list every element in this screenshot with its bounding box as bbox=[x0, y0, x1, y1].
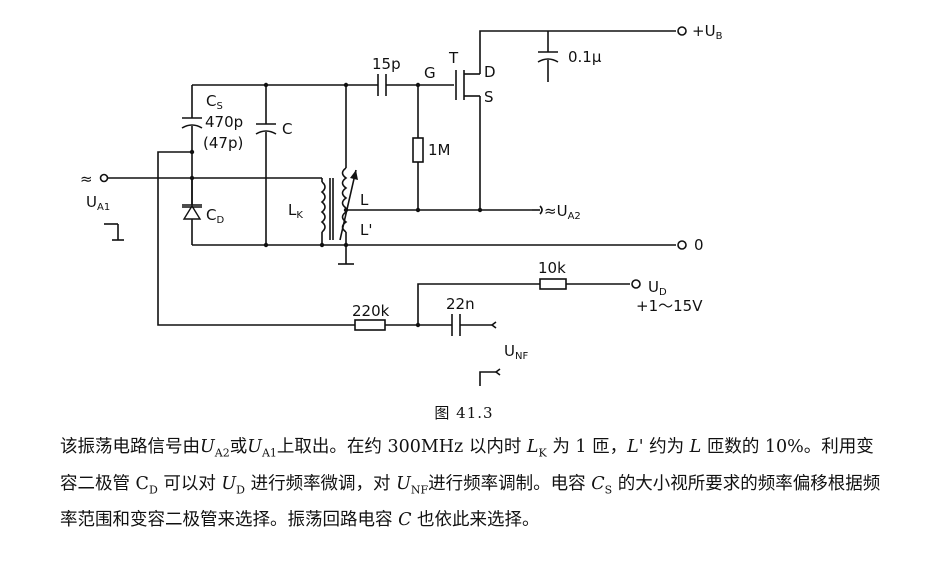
label-transistor: T bbox=[448, 49, 459, 67]
paragraph-segment: 该振荡电路信号由 bbox=[60, 437, 200, 457]
label-cs-value: 470p bbox=[205, 113, 243, 131]
paragraph-segment: A2 bbox=[214, 446, 230, 460]
label-cd: CD bbox=[206, 206, 224, 226]
paragraph-segment: 为 1 匝， bbox=[546, 437, 628, 457]
paragraph-segment: C bbox=[591, 473, 605, 494]
paragraph-segment: 或 bbox=[229, 437, 248, 457]
varactor-cd bbox=[182, 178, 202, 245]
paragraph-segment: A1 bbox=[261, 446, 277, 460]
modulation-input-unf bbox=[354, 314, 501, 386]
label-ua1-tilde: ≈ bbox=[80, 170, 93, 188]
bias-line bbox=[157, 149, 355, 326]
paragraph-segment: 约为 bbox=[643, 437, 690, 457]
circuit-diagram: +UB 0.1μ G T D S 15p 1M CS 470p (47 bbox=[80, 22, 723, 386]
paragraph-segment: 可以对 bbox=[157, 473, 222, 494]
paragraph-segment: 进行频率调制。电容 bbox=[428, 473, 592, 494]
input-ua1 bbox=[99, 173, 322, 241]
label-cs-alt: (47p) bbox=[203, 134, 243, 152]
paragraph-segment: NF bbox=[410, 483, 429, 496]
label-ub: +UB bbox=[692, 22, 723, 42]
coil-lk bbox=[320, 178, 334, 245]
label-cap-22n: 22n bbox=[446, 295, 475, 313]
label-cs: CS bbox=[206, 92, 223, 112]
label-ua2: ≈UA2 bbox=[544, 202, 581, 222]
label-c: C bbox=[282, 120, 292, 138]
label-cap-01u: 0.1μ bbox=[568, 48, 602, 66]
resistor-1m bbox=[412, 85, 424, 210]
paragraph-segment: U bbox=[396, 473, 411, 494]
label-source: S bbox=[484, 88, 494, 106]
paragraph-segment: D bbox=[148, 483, 158, 496]
paragraph-segment: S bbox=[604, 483, 613, 496]
coupling-capacitor-15p bbox=[192, 74, 421, 96]
ground-rail bbox=[192, 240, 687, 250]
label-l: L bbox=[360, 191, 369, 209]
coil-l-lprime bbox=[338, 85, 532, 265]
label-lprime: L' bbox=[360, 221, 372, 239]
supply-rail bbox=[479, 26, 687, 82]
label-zero: 0 bbox=[694, 236, 704, 254]
paragraph-segment: 进行频率微调，对 bbox=[245, 473, 397, 494]
label-gate: G bbox=[424, 64, 436, 82]
label-r-10k: 10k bbox=[538, 259, 566, 277]
paragraph-segment: D bbox=[236, 483, 245, 496]
description-paragraph: 该振荡电路信号由UA2或UA1上取出。在约 300MHz 以内时 LK 为 1 … bbox=[60, 432, 890, 535]
paragraph-segment: C bbox=[398, 510, 412, 530]
label-ud: UD bbox=[648, 278, 667, 298]
label-ua1: UA1 bbox=[86, 193, 110, 213]
label-cap-15p: 15p bbox=[372, 55, 401, 73]
figure-caption: 图 41.3 bbox=[434, 404, 494, 422]
label-r-1m: 1M bbox=[428, 141, 451, 159]
paragraph-segment: 的大小视所要求的频率偏移根据频率范围和变容二极管来选择。振荡回路电容 bbox=[60, 473, 881, 531]
paragraph-segment: L bbox=[526, 437, 539, 457]
paragraph-segment: U bbox=[221, 473, 237, 494]
label-lk: LK bbox=[288, 201, 303, 221]
fet-transistor bbox=[418, 70, 481, 210]
label-ud-range: +1～15V bbox=[636, 297, 703, 315]
tuning-input-ud bbox=[415, 278, 641, 328]
label-unf: UNF bbox=[504, 342, 528, 362]
label-drain: D bbox=[484, 63, 496, 81]
paragraph-segment: L' bbox=[627, 437, 644, 457]
paragraph-segment: U bbox=[200, 437, 215, 457]
paragraph-segment: 上取出。在约 300MHz 以内时 bbox=[276, 437, 527, 457]
paragraph-segment: K bbox=[538, 446, 547, 460]
paragraph-segment: 匝数的 10%。利用变容二极管 C bbox=[60, 437, 874, 494]
paragraph-segment: 也依此来选择。 bbox=[411, 510, 540, 530]
label-r-220k: 220k bbox=[352, 302, 390, 320]
output-ua2 bbox=[532, 205, 543, 215]
paragraph-segment: L bbox=[689, 437, 702, 457]
capacitor-c bbox=[255, 85, 277, 245]
paragraph-segment: U bbox=[247, 437, 262, 457]
